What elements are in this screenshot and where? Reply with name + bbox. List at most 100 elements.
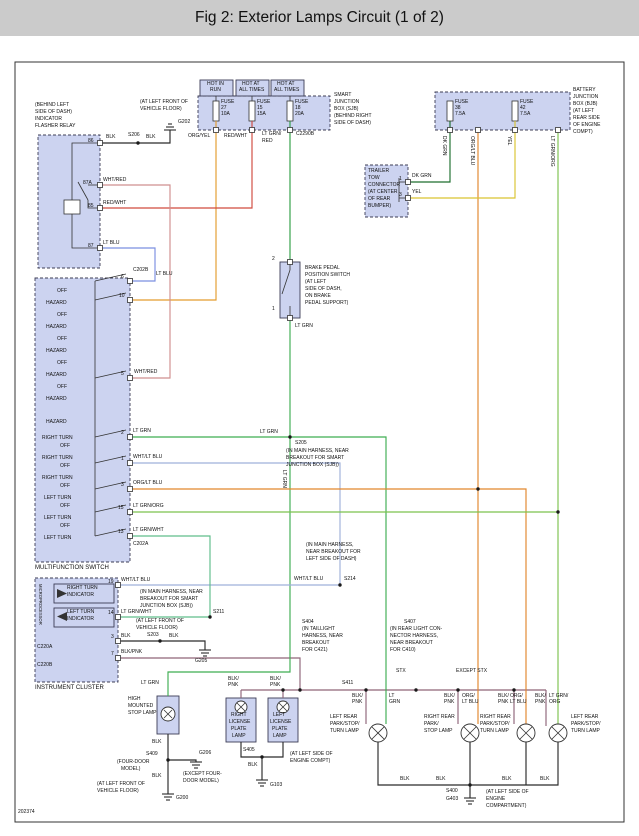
splice-s404-label: BREAKOUT [302,640,330,646]
multifunction-switch-label: OFF [57,312,67,318]
flasher-relay-label: RED/WHT [103,200,127,206]
high-mounted-stop-lamp-label: DOOR MODEL) [183,778,219,784]
rear-lamp-wires-label: BLK/ [444,693,455,699]
brake-pedal-switch-label: 1 [272,306,275,312]
splice-s211-label: (IN MAIN HARNESS, NEAR [140,589,203,595]
smart-junction-box-label: RUN [210,87,221,93]
rear-lamp-wires-label: BLK/ [498,693,509,699]
smart-junction-box-label: SIDE OF DASH) [334,120,371,126]
rear-lamps-label: TURN LAMP [330,728,359,734]
rear-ground-label: BLK [540,776,550,782]
multifunction-switch-label: ORG/LT BLU [133,480,163,486]
rear-lamps-label: TURN LAMP [571,728,600,734]
rear-lamp-wires-label: ORG/ [510,693,523,699]
flasher-relay-label: 87A [83,180,92,186]
license-lamps-label: LAMP [273,733,287,739]
high-mounted-stop-lamp-label: G200 [176,795,189,801]
multifunction-switch-label: 5 [121,371,124,377]
rear-lamp-wires-label: ORG [549,699,561,705]
high-mounted-stop-lamp-label: (AT LEFT FRONT OF [97,781,145,787]
multifunction-switch-label: OFF [57,336,67,342]
battery-junction-box-label: 7.5A [455,111,466,117]
multifunction-switch-label: C202A [133,541,149,547]
smart-junction-box-label: ORG/YEL [188,133,211,139]
flasher-relay-label: LT BLU [103,240,120,246]
hot-at-all-times-box-1 [235,79,270,97]
lamp-symbols [160,700,568,743]
rear-lamps-label: LEFT REAR [571,714,599,720]
instrument-cluster-label: 7 [111,651,114,657]
rear-lamp-wires-label: BLK/ [535,693,546,699]
high-mounted-stop-lamp-label: (EXCEPT FOUR- [183,771,222,777]
junction-dots [136,141,560,787]
instrument-cluster-label: C220A [37,644,53,650]
high-mounted-stop-lamp-label: S409 [146,751,158,757]
flasher-relay-label: 86 [88,138,94,144]
battery-junction-box-label: 7.5A [520,111,531,117]
multifunction-switch-label: MULTIFUNCTION SWITCH [35,565,109,571]
smart-junction-box-label: ALL TIMES [274,87,300,93]
figure-title: Fig 2: Exterior Lamps Circuit (1 of 2) [195,9,444,26]
rear-ground-label: BLK [436,776,446,782]
smart-junction-box-label: 10A [221,111,230,117]
instrument-cluster-label: S203 [147,632,159,638]
hot-in-run-box [199,79,234,97]
high-mounted-stop-lamp-label: BLK [152,739,162,745]
smart-junction-box-label: ALL TIMES [239,87,265,93]
rear-lamps-label: RIGHT REAR [480,714,511,720]
instrument-cluster-label: VEHICLE FLOOR) [136,625,178,631]
connector-pins [97,127,561,661]
multifunction-switch-label: HAZARD [46,396,67,402]
instrument-cluster-label: 14 [108,610,114,616]
multifunction-switch-label: LEFT TURN [44,535,72,541]
ground-g202-label: BLK [106,134,116,140]
multifunction-switch-label: HAZARD [46,324,67,330]
trailer-tow-connector-label: 3 [399,192,402,198]
battery-junction-box-label: JUNCTION [573,94,599,100]
smart-junction-box-label: HOT AT [277,81,295,87]
rear-lamp-wires-label: S411 [342,680,354,686]
rear-lamp-wires-label: LT BLU [510,699,527,705]
multifunction-switch-label: RIGHT TURN [42,475,73,481]
right-turn-arrow-icon [57,589,67,598]
ground-symbols [162,123,476,805]
multifunction-switch-label: OFF [60,483,70,489]
instrument-cluster-label: INDICATOR [67,616,95,622]
component-boxes [34,79,571,743]
high-mounted-stop-lamp-label: G206 [199,750,212,756]
license-lamps-label: LICENSE [229,719,251,725]
license-lamps-label: LICENSE [270,719,292,725]
splice-s404-label: FOR C421) [302,647,328,653]
rear-lamp-wires-label: LT GRN/ [549,693,569,699]
splice-s205-label: BREAKOUT FOR SMART [286,455,345,461]
rear-lamps-label: LEFT REAR [330,714,358,720]
smart-junction-box-label: 15 [257,105,263,111]
high-mounted-stop-lamp-label: MODEL) [121,766,141,772]
rear-lamps-label: RIGHT REAR [424,714,455,720]
ground-g202-label: BLK [146,134,156,140]
splice-s211-label: JUNCTION BOX (SJB)) [140,603,193,609]
multifunction-switch-label: 15 [118,505,124,511]
instrument-cluster-label: MICROPROCESSOR [38,584,44,625]
multifunction-switch-label: OFF [57,360,67,366]
license-lamps-label: RIGHT [231,712,247,718]
battery-junction-box-label: OF ENGINE [573,122,601,128]
multifunction-switch-box [34,277,131,563]
license-lamps-label: LEFT [273,712,286,718]
multifunction-switch-label: LT GRN/WHT [133,527,164,533]
splice-s211-label: BREAKOUT FOR SMART [140,596,199,602]
brake-pedal-switch-label: BRAKE PEDAL [305,265,340,271]
splice-s205-label: JUNCTION BOX (SJB)) [286,462,339,468]
rear-lamp-wires-label: ORG/ [462,693,475,699]
license-lamps-label: PLATE [272,726,288,732]
trailer-tow-connector-label: BUMPER) [368,203,392,209]
rear-ground-label: COMPARTMENT) [486,803,527,809]
splice-s205-label: S205 [295,440,307,446]
splice-s407-label: FOR C410) [390,647,416,653]
license-lamps-label: PLATE [231,726,247,732]
license-lamps-label: PNK [270,682,281,688]
multifunction-switch-label: OFF [57,384,67,390]
rear-lamps-label: STOP LAMP [424,728,453,734]
splice-s211-label: S211 [213,609,225,615]
